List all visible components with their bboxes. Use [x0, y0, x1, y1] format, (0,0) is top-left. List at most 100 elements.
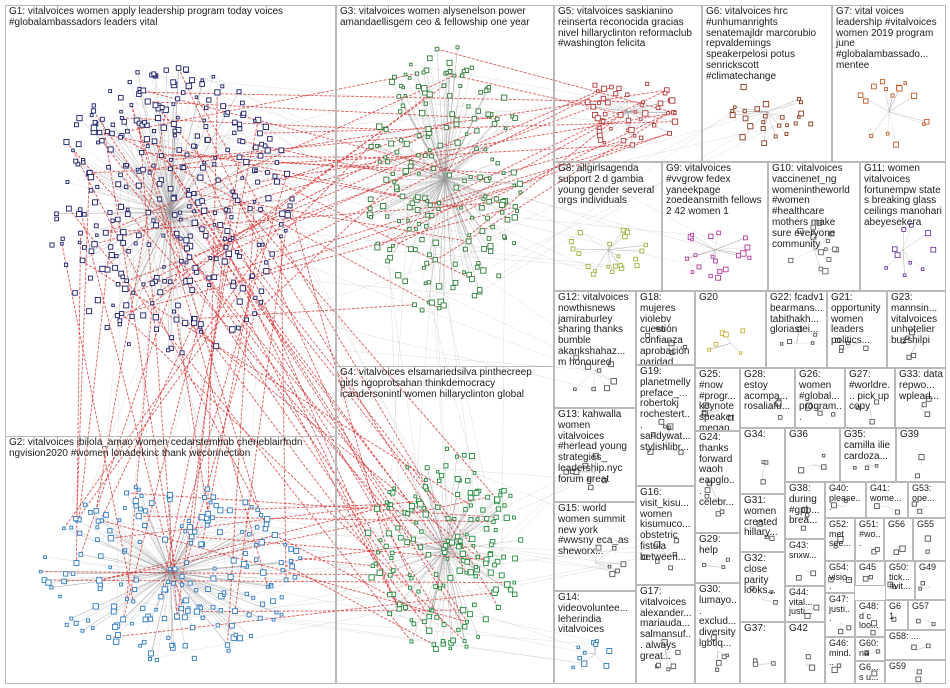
graph-node [595, 639, 599, 644]
graph-node [199, 226, 205, 232]
edge [170, 146, 196, 213]
graph-node [458, 84, 463, 88]
graph-node [88, 188, 94, 193]
graph-node [167, 567, 172, 572]
edge [444, 178, 520, 185]
graph-node [501, 554, 507, 560]
edge [902, 225, 912, 250]
graph-node [202, 118, 207, 123]
graph-node [516, 180, 523, 187]
edge [766, 111, 788, 126]
graph-node [763, 113, 768, 119]
graph-node [484, 516, 490, 522]
edge [444, 495, 511, 551]
graph-node [821, 453, 826, 458]
edge [444, 178, 520, 185]
edge [170, 172, 268, 213]
graph-node [213, 502, 219, 509]
group-label-g12: G12: vitalvoices nowthisnews jamiraburle… [558, 292, 629, 368]
graph-node [81, 160, 86, 165]
graph-node [270, 598, 276, 604]
edge [139, 92, 171, 213]
edge [444, 75, 455, 179]
edge [102, 212, 171, 270]
edge [860, 95, 890, 112]
edge [409, 550, 446, 588]
edge [444, 178, 456, 265]
graph-node [422, 484, 429, 490]
graph-node [475, 108, 481, 114]
group-label-g27: G27: #worldre... pick up copy [849, 369, 891, 413]
graph-node [173, 133, 177, 138]
graph-node [161, 615, 168, 622]
edge [444, 465, 447, 551]
edge [371, 465, 586, 578]
graph-node [170, 121, 177, 127]
graph-node [515, 208, 520, 213]
edge [902, 249, 905, 276]
edge [170, 572, 214, 608]
edge [444, 178, 493, 228]
edge [410, 165, 446, 179]
group-label-g13: G13: kahwalla women vitalvoices #herlead… [558, 409, 627, 485]
graph-node [717, 268, 723, 275]
graph-node [64, 622, 69, 627]
graph-node [247, 532, 252, 537]
edge [170, 572, 178, 617]
graph-node [230, 557, 237, 564]
graph-node [192, 264, 199, 271]
graph-node [201, 495, 207, 500]
edge [407, 513, 446, 551]
graph-node [863, 345, 869, 351]
edge [444, 550, 452, 643]
edge [178, 67, 610, 245]
graph-node [383, 176, 390, 183]
graph-node [629, 142, 635, 148]
graph-node [672, 551, 678, 557]
edge [431, 550, 446, 610]
edge [444, 178, 469, 242]
edge [393, 550, 446, 595]
graph-node [409, 618, 414, 623]
edge [443, 85, 446, 179]
graph-node [483, 526, 490, 532]
graph-node [894, 252, 901, 259]
edge [742, 111, 768, 138]
highlight-edge [141, 152, 406, 172]
highlight-edge [138, 515, 494, 523]
graph-node [215, 623, 220, 628]
edge [142, 169, 171, 213]
edge [580, 232, 609, 250]
edge [411, 550, 446, 621]
edge [743, 86, 768, 112]
graph-node [154, 658, 159, 663]
edge [170, 149, 180, 213]
edge [170, 527, 191, 573]
edge [421, 178, 446, 240]
graph-node [901, 227, 907, 232]
group-box-g57: G57 [908, 600, 946, 630]
graph-node [868, 575, 873, 580]
graph-node [223, 207, 229, 212]
edge [888, 95, 915, 112]
graph-node [233, 632, 238, 638]
graph-node [502, 503, 507, 508]
edge [444, 455, 465, 551]
graph-node [892, 246, 898, 252]
highlight-edge [423, 112, 669, 269]
graph-node [180, 90, 186, 95]
graph-node [595, 544, 602, 551]
group-box-g12: G12: vitalvoices nowthisnews jamiraburle… [554, 291, 636, 408]
edge [425, 479, 446, 551]
graph-node [280, 568, 285, 573]
graph-node [780, 115, 785, 120]
edge [102, 212, 171, 270]
graph-node [499, 210, 505, 215]
highlight-edge [280, 236, 287, 580]
group-label-g3: G3: vitalvoices women alysenelson power … [340, 6, 530, 28]
highlight-edge [119, 85, 445, 322]
group-label-g17: G17: vitalvoices alexander... mariauda..… [640, 586, 692, 662]
graph-node [236, 89, 242, 95]
edge [224, 238, 622, 269]
edge [392, 173, 446, 179]
